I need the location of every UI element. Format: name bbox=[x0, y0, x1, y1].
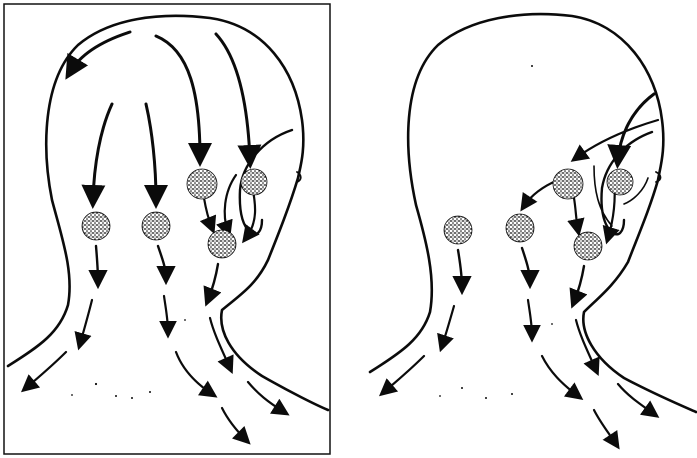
flow-arrow-icon bbox=[574, 198, 578, 230]
flow-arrow-icon bbox=[574, 266, 584, 302]
flow-arrow-icon bbox=[164, 296, 168, 332]
flow-arrow-icon bbox=[594, 410, 616, 444]
stippled-lymph-node-icon bbox=[208, 230, 236, 258]
flow-arrow-icon bbox=[176, 352, 212, 394]
stippled-lymph-node-icon bbox=[574, 232, 602, 260]
flow-arrow-icon bbox=[458, 250, 462, 288]
stippled-lymph-node-icon bbox=[82, 212, 110, 240]
flow-arrow-icon bbox=[442, 306, 454, 346]
stippled-lymph-node-icon bbox=[553, 169, 583, 199]
stippled-lymph-node-icon bbox=[444, 216, 472, 244]
flow-arrow-icon bbox=[210, 318, 230, 368]
flow-arrow-icon bbox=[93, 104, 112, 200]
flow-arrow-icon bbox=[208, 264, 218, 300]
stippled-lymph-node-icon bbox=[241, 169, 267, 195]
flow-arrow-icon bbox=[156, 36, 200, 158]
side-view-drawing bbox=[362, 0, 697, 458]
flow-arrow-icon bbox=[522, 248, 530, 282]
stippled-lymph-node-icon bbox=[142, 212, 170, 240]
back-view-panel bbox=[0, 0, 334, 458]
flow-arrow-icon bbox=[96, 246, 98, 282]
stippled-lymph-node-icon bbox=[607, 169, 633, 195]
flow-arrow-icon bbox=[26, 352, 66, 388]
flow-arrow-icon bbox=[384, 356, 424, 392]
flow-arrow-icon bbox=[204, 198, 212, 228]
stippled-lymph-node-icon bbox=[187, 169, 217, 199]
flow-arrow-icon bbox=[158, 246, 166, 278]
flow-arrow-icon bbox=[222, 408, 246, 440]
head-outline bbox=[8, 16, 328, 410]
flow-arrow-icon bbox=[216, 34, 250, 160]
back-view-drawing bbox=[0, 0, 334, 458]
flow-arrow-icon bbox=[576, 120, 658, 158]
flow-arrow-icon bbox=[528, 300, 532, 336]
stippled-lymph-node-icon bbox=[506, 214, 534, 242]
flow-arrow-icon bbox=[618, 384, 654, 414]
flow-arrow-icon bbox=[146, 104, 156, 200]
head-outline bbox=[370, 14, 696, 412]
flow-arrow-icon bbox=[225, 175, 236, 232]
flow-arrow-icon bbox=[576, 320, 596, 370]
flow-arrow-icon bbox=[80, 300, 92, 344]
flow-arrow-icon bbox=[542, 356, 578, 396]
flow-arrow-icon bbox=[70, 32, 130, 72]
side-view-panel bbox=[362, 0, 697, 458]
